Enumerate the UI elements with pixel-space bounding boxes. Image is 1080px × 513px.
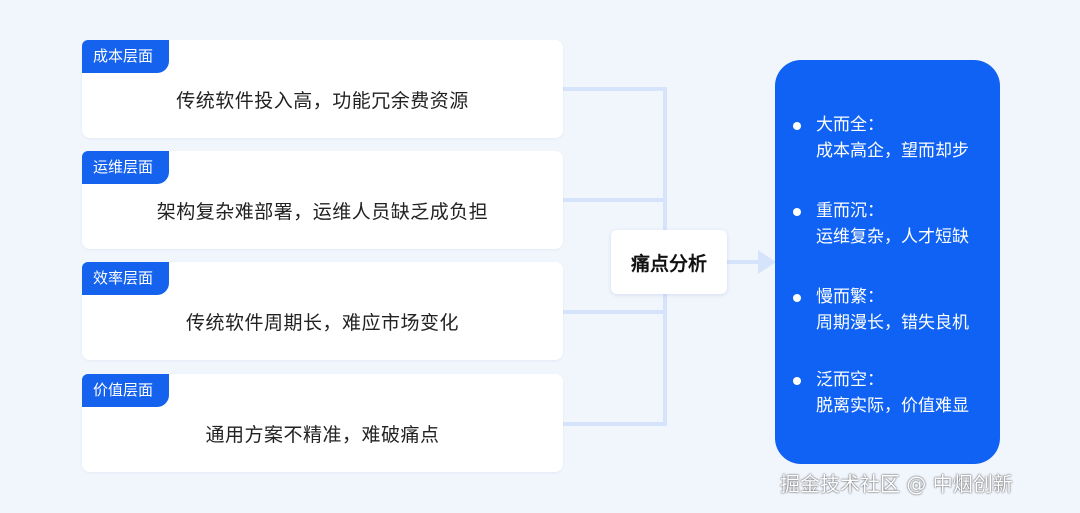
layer-tag: 价值层面	[82, 374, 170, 407]
summary-item: 大而全： 成本高企，望而却步	[793, 113, 993, 164]
layer-card-efficiency: 效率层面 传统软件周期长，难应市场变化	[82, 262, 563, 360]
layer-tag: 运维层面	[82, 151, 170, 184]
connector-arrowhead	[758, 250, 776, 274]
center-label: 痛点分析	[630, 252, 707, 275]
bullet-icon	[793, 208, 801, 216]
layer-text: 传统软件周期长，难应市场变化	[185, 312, 459, 334]
layer-text: 架构复杂难部署，运维人员缺乏成负担	[156, 201, 489, 223]
connector-cost	[563, 87, 667, 262]
summary-desc: 成本高企，望而却步	[816, 141, 969, 161]
bullet-icon	[793, 377, 801, 385]
summary-title: 慢而繁：	[816, 287, 884, 307]
summary-title: 大而全：	[816, 115, 884, 135]
bullet-icon	[793, 122, 801, 130]
summary-title: 重而沉：	[816, 201, 884, 221]
layer-text: 通用方案不精准，难破痛点	[205, 424, 440, 446]
watermark: 掘金技术社区 @ 中烟创新	[780, 472, 1013, 496]
summary-desc: 脱离实际，价值难显	[816, 396, 969, 416]
connector-value	[563, 262, 667, 426]
layer-card-cost: 成本层面 传统软件投入高，功能冗余费资源	[82, 40, 563, 138]
layer-card-ops: 运维层面 架构复杂难部署，运维人员缺乏成负担	[82, 151, 563, 249]
center-node: 痛点分析	[611, 230, 727, 294]
layer-tag: 成本层面	[82, 40, 170, 73]
summary-desc: 运维复杂，人才短缺	[816, 227, 969, 247]
summary-item: 泛而空： 脱离实际，价值难显	[793, 368, 993, 419]
summary-panel: 大而全： 成本高企，望而却步 重而沉： 运维复杂，人才短缺 慢而繁： 周期漫长，…	[775, 60, 1000, 464]
summary-item: 重而沉： 运维复杂，人才短缺	[793, 199, 993, 250]
summary-item: 慢而繁： 周期漫长，错失良机	[793, 285, 993, 336]
layer-text: 传统软件投入高，功能冗余费资源	[176, 90, 469, 112]
summary-desc: 周期漫长，错失良机	[816, 313, 969, 333]
bullet-icon	[793, 294, 801, 302]
layer-card-value: 价值层面 通用方案不精准，难破痛点	[82, 374, 563, 472]
summary-title: 泛而空：	[816, 370, 884, 390]
layer-tag: 效率层面	[82, 262, 170, 295]
